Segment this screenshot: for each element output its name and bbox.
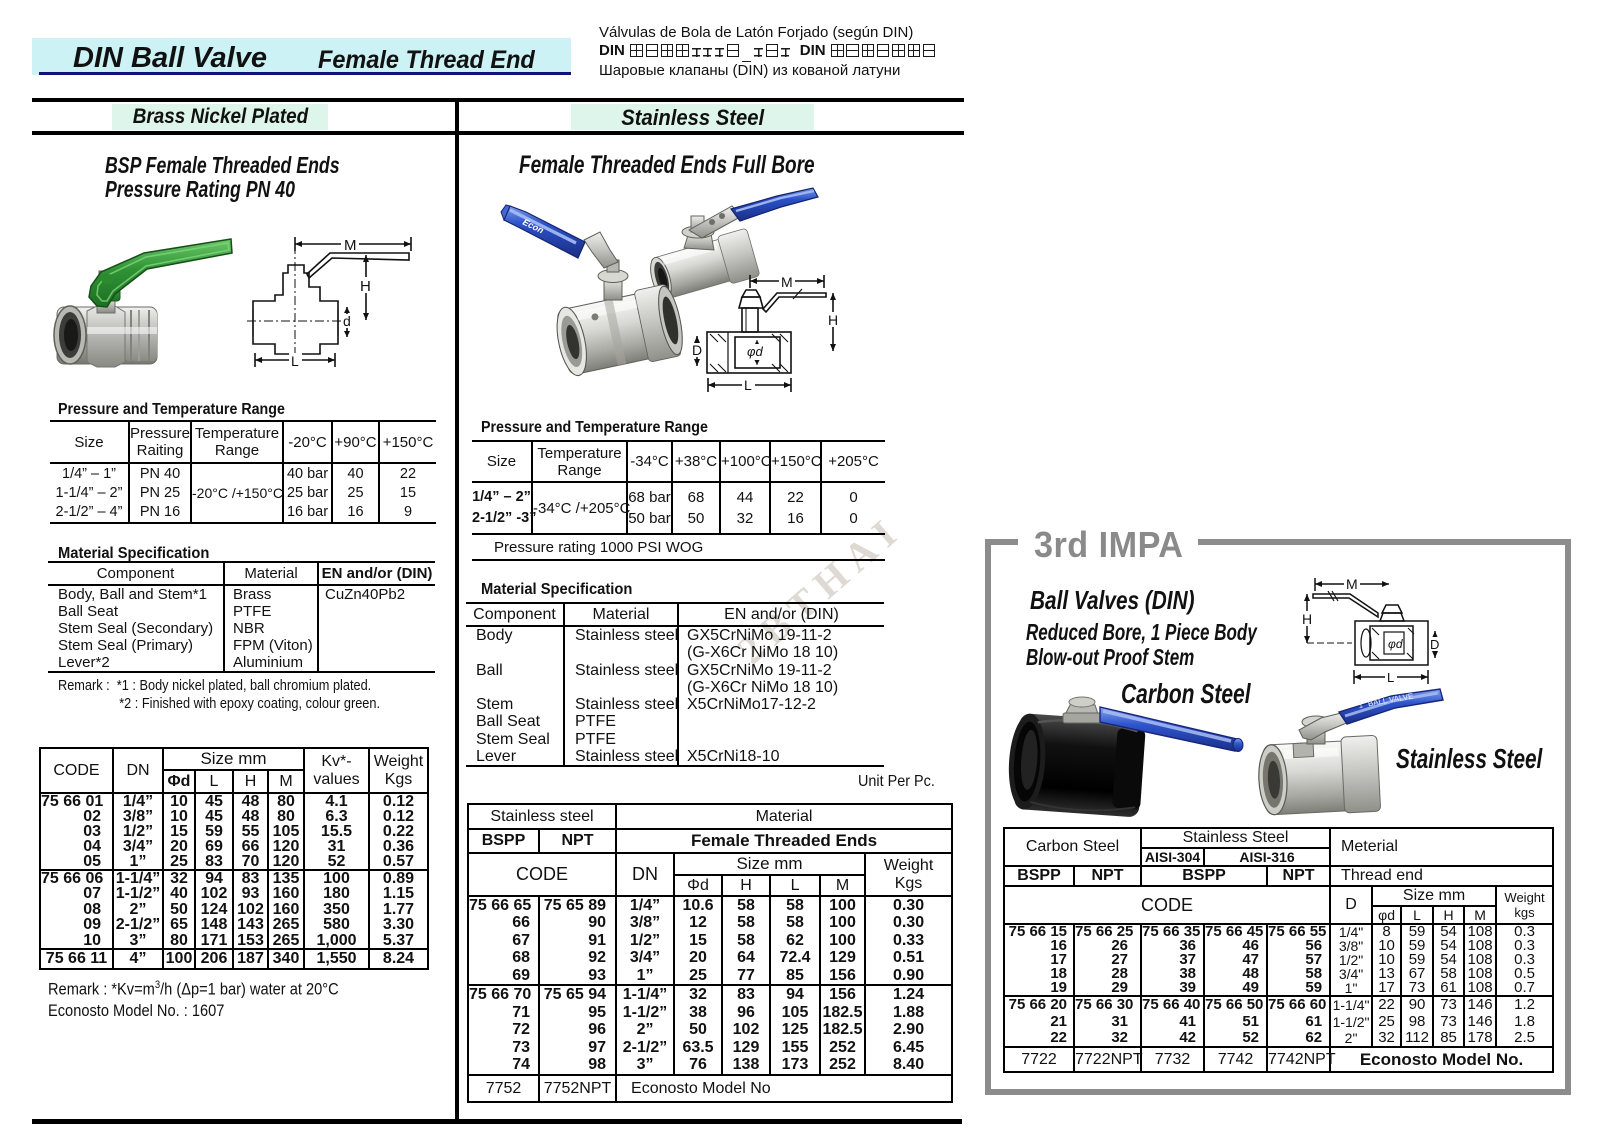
svg-text:M: M [1346, 576, 1358, 592]
svg-text:φd: φd [1388, 637, 1403, 651]
svg-text:d: d [343, 313, 351, 329]
svg-text:L: L [1387, 670, 1394, 685]
svg-text:L: L [744, 377, 752, 393]
svg-text:D: D [692, 342, 702, 358]
svg-text:M: M [344, 237, 357, 254]
svg-text:D: D [1430, 637, 1439, 652]
svg-text:M: M [781, 274, 793, 290]
svg-text:H: H [828, 312, 838, 328]
svg-text:H: H [1302, 611, 1312, 627]
svg-text:H: H [360, 278, 371, 295]
svg-text:L: L [291, 353, 299, 369]
svg-text:φd: φd [747, 344, 763, 359]
